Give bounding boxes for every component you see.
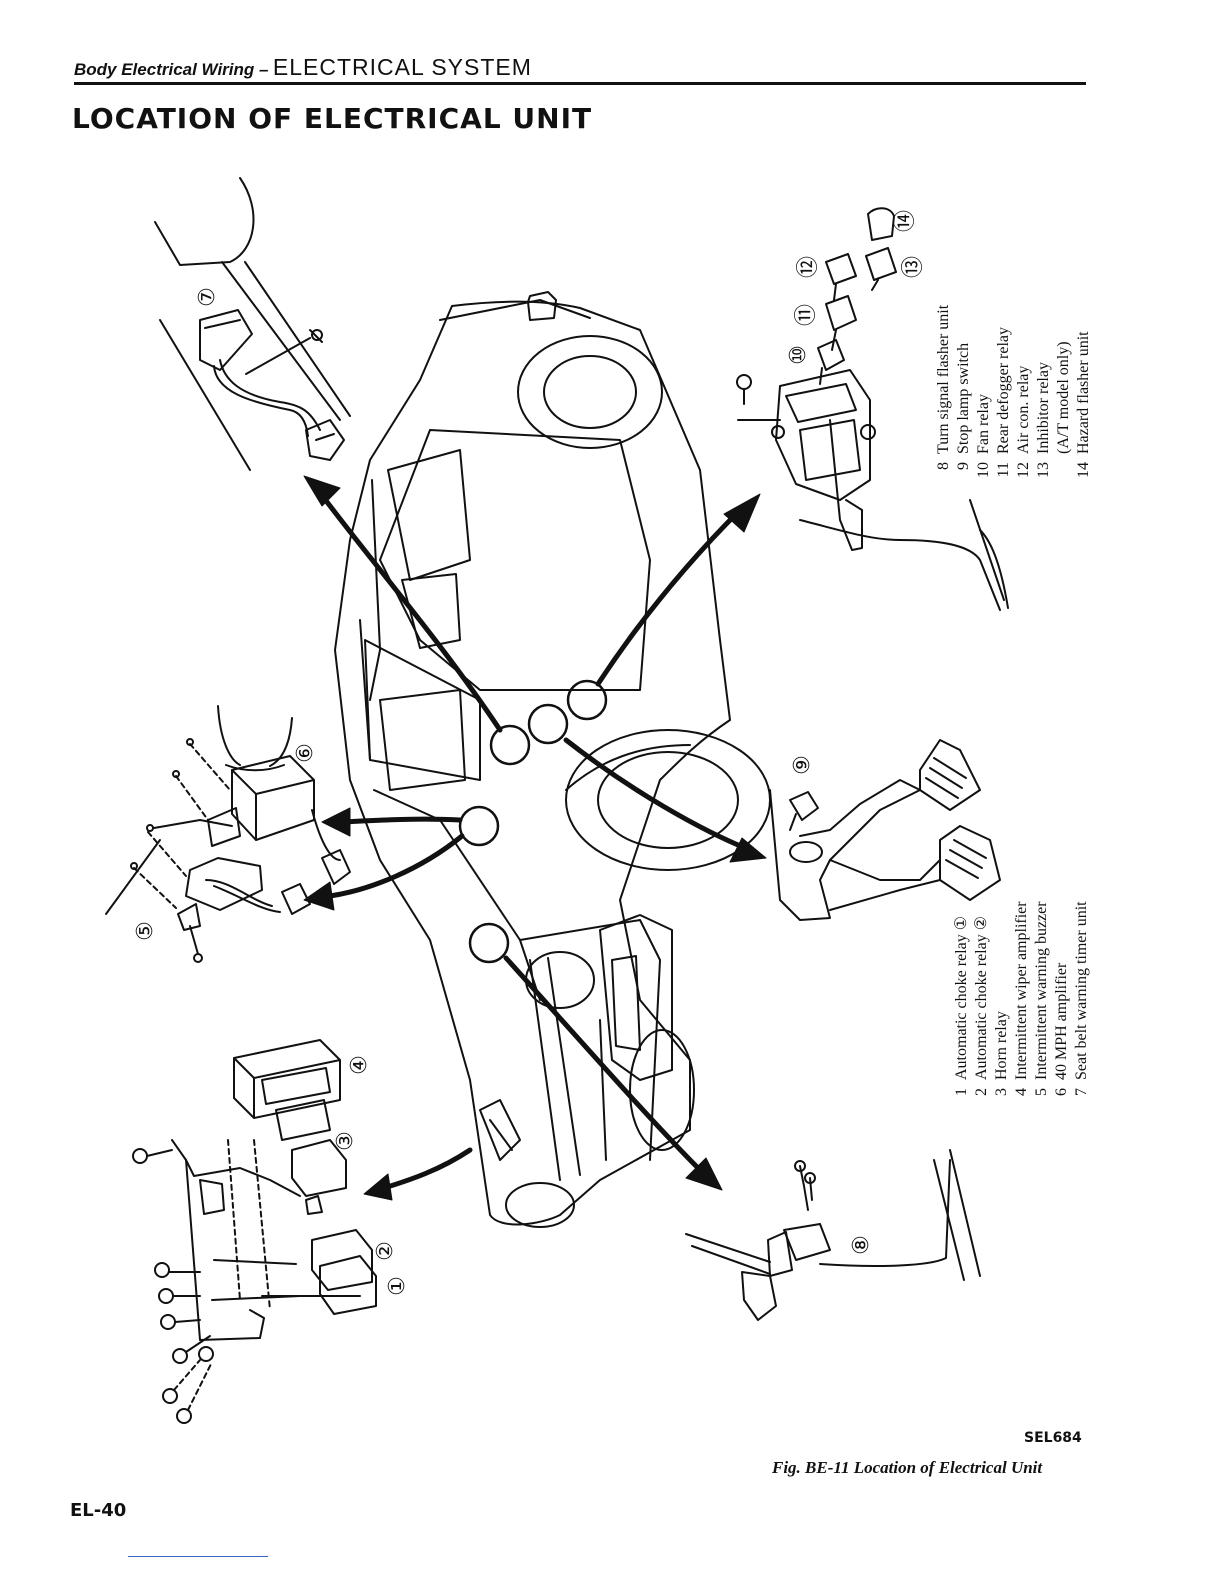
callout-6: ⑥ [293,743,318,763]
arrow-to-stop-lamp-switch [563,737,753,853]
seat-belt-timer-detail [154,177,351,471]
callout-8: ⑧ [849,1235,874,1255]
arrow-to-relay-panel [595,507,743,687]
callout-12: ⑫ [796,256,821,278]
callout-11: ⑪ [794,304,819,326]
page-number: EL-40 [70,1500,127,1521]
callout-14: ⑭ [893,210,918,232]
page-title: LOCATION OF ELECTRICAL UNIT [72,102,593,135]
location-marker [468,922,510,964]
figure-caption: Fig. BE-11 Location of Electrical Unit [772,1458,1043,1477]
location-marker [489,724,531,766]
callout-4: ④ [347,1055,372,1075]
callout-1: ① [385,1276,410,1296]
callout-7: ⑦ [195,287,220,307]
arrow-to-relay-bracket [381,1147,473,1191]
arrow-to-flasher-unit [503,955,703,1173]
location-markers [458,679,608,964]
location-marker [566,679,608,721]
section-name: Body Electrical Wiring – [74,60,269,79]
arrow-to-seat-belt-timer [315,487,503,733]
pedal-assembly-detail [769,739,1001,921]
callout-9: ⑨ [790,755,815,775]
location-marker [458,805,500,847]
bottom-rule [128,1556,268,1557]
relay-panel-detail [736,207,1009,611]
callout-10: ⑩ [786,345,811,365]
callout-5: ⑤ [133,921,158,941]
page-header: Body Electrical Wiring – ELECTRICAL SYST… [74,54,1086,85]
figure-code: SEL684 [1024,1430,1082,1446]
callout-3: ③ [333,1131,358,1151]
arrow-to-warning-buzzer [327,833,465,899]
arrow-to-40mph-amplifier [341,816,463,825]
location-marker [527,703,569,745]
callout-13: ⑬ [901,256,926,278]
legend-item-note: (A/T model only) [1055,341,1072,454]
car-body-drawing [334,291,771,1228]
section-title: ELECTRICAL SYSTEM [272,54,532,80]
buzzer-and-amplifier-detail [105,705,351,963]
pointer-arrows [303,475,767,1201]
relay-bracket-detail [132,1039,377,1424]
callout-2: ② [373,1241,398,1261]
flasher-unit-detail [685,1149,981,1321]
